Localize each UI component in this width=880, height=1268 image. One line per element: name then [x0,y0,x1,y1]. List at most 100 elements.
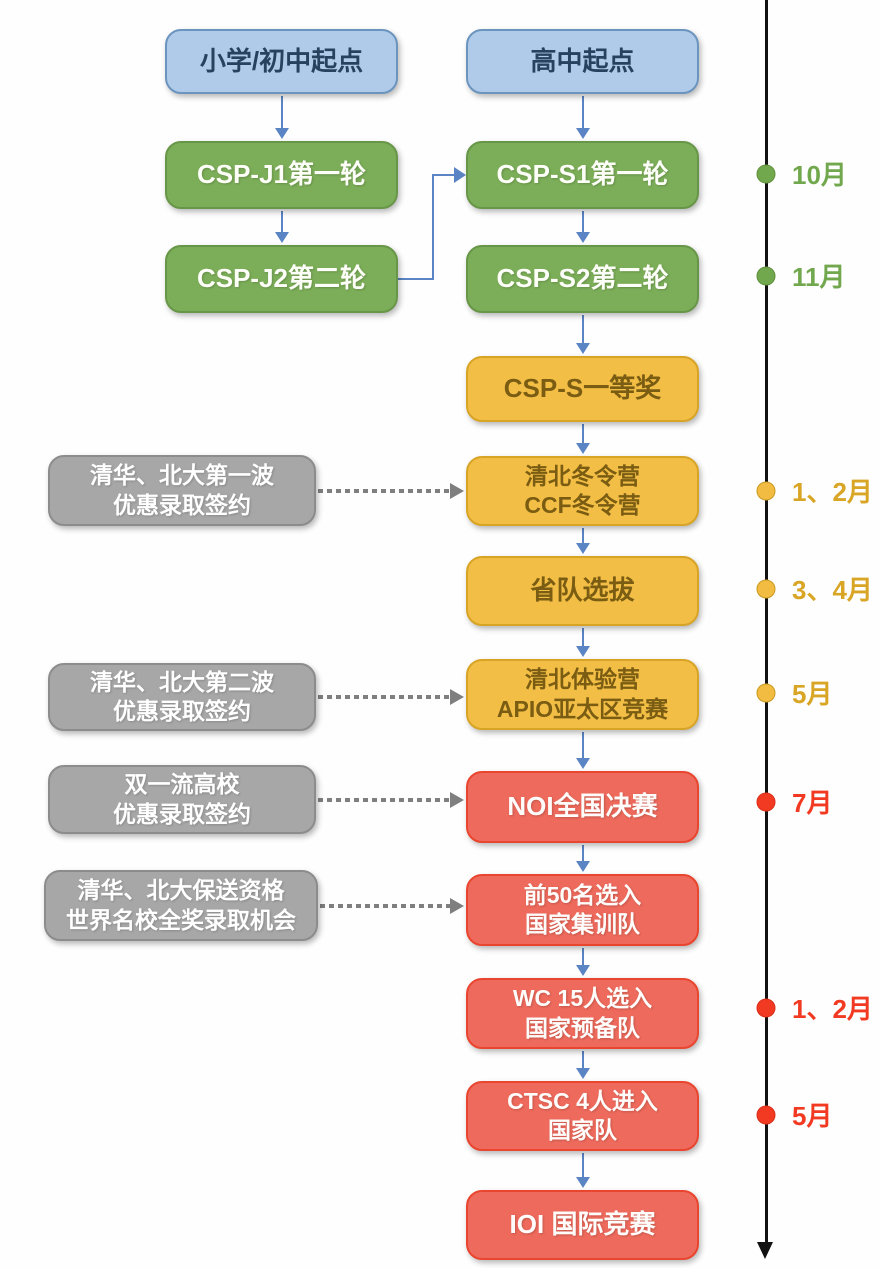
flow-arrow-head [575,861,590,872]
node-label: 双一流高校 [124,771,240,798]
flow-arrow-head [575,1068,590,1079]
flow-arrow-shaft [581,528,584,545]
flow-arrow-experience-camp-to-noi-final [575,732,591,769]
node-label: CCF冬令营 [524,492,641,518]
flow-arrow-start-high-to-csp-s1 [575,96,591,139]
flow-arrow-head [575,128,590,139]
flow-arrow-head [575,543,590,554]
timeline-dot-5 [756,792,776,812]
node-label: 世界名校全奖录取机会 [66,906,296,933]
node-start-high: 高中起点 [466,29,699,94]
flow-arrow-shaft [581,315,584,345]
flow-arrow-head [575,758,590,769]
flow-arrow-wc-reserve-to-ctsc-national [575,1051,591,1079]
flow-arrow-csp-j1-to-csp-j2 [274,211,290,243]
node-offer-wave1: 清华、北大第一波优惠录取签约 [48,455,316,526]
dotted-arrow-offer-baosong-to-national-training [320,903,451,908]
timeline-dot-4 [756,683,776,703]
node-label: 国家队 [548,1117,617,1143]
flow-arrow-csp-s-prize-to-winter-camp [575,424,591,454]
flow-arrow-head [575,646,590,657]
flow-arrow-shaft [581,211,584,234]
node-label: IOI 国际竞赛 [509,1209,656,1240]
node-label: 国家集训队 [525,911,640,937]
node-csp-s1: CSP-S1第一轮 [466,141,699,209]
timeline-label-0: 10月 [792,159,847,190]
flow-arrow-csp-s1-to-csp-s2 [575,211,591,243]
dotted-arrow-head [450,791,464,808]
node-label: CTSC 4人进入 [507,1087,658,1114]
dotted-arrow-head [450,897,464,914]
flow-arrow-shaft [581,948,584,967]
node-csp-s-prize: CSP-S一等奖 [466,356,699,422]
node-label: 清华、北大第二波 [90,668,274,695]
node-label: 国家预备队 [525,1014,640,1041]
dotted-arrow-head [450,482,464,499]
node-label: 省队选拔 [530,575,635,606]
node-label: 清华、北大第一波 [90,462,274,489]
node-label: 高中起点 [530,45,635,76]
elbow-arrow-head [454,167,466,183]
flow-arrow-shaft [280,96,283,130]
flow-arrow-head [575,343,590,354]
node-label: CSP-S2第二轮 [496,263,669,294]
timeline-dot-2 [756,481,776,501]
elbow-arrow-bottom-segment [398,278,434,280]
node-noi-final: NOI全国决赛 [466,771,699,843]
node-ioi: IOI 国际竞赛 [466,1190,699,1260]
dotted-arrow-head [450,689,464,705]
timeline-label-4: 5月 [792,678,833,709]
flow-arrow-shaft [581,1153,584,1179]
node-winter-camp: 清北冬令营 CCF冬令营 [466,456,699,526]
node-label: CSP-S1第一轮 [496,159,669,190]
node-offer-baosong: 清华、北大保送资格世界名校全奖录取机会 [44,870,318,941]
timeline-dot-3 [756,579,776,599]
flow-arrow-head [274,128,289,139]
node-label: 小学/初中起点 [199,45,364,76]
flow-arrow-provincial-team-to-experience-camp [575,628,591,657]
node-label: CSP-S一等奖 [503,373,662,404]
flow-arrow-head [575,232,590,243]
flow-arrow-shaft [280,211,283,234]
node-label: CSP-J1第一轮 [196,159,367,190]
flow-arrow-shaft [581,1051,584,1070]
timeline-dot-6 [756,998,776,1018]
timeline-label-1: 11月 [792,261,846,292]
node-offer-wave2: 清华、北大第二波优惠录取签约 [48,663,316,731]
node-ctsc-national: CTSC 4人进入国家队 [466,1081,699,1151]
dotted-arrow-offer-wave1-to-winter-camp [318,488,451,493]
timeline-axis [765,0,768,1244]
timeline-label-7: 5月 [792,1100,833,1131]
timeline-dot-1 [756,266,776,286]
flow-arrow-shaft [581,628,584,648]
dotted-arrow-offer-wave2-to-experience-camp [318,695,451,699]
flow-arrow-shaft [581,96,584,130]
flow-arrow-csp-s2-to-csp-s-prize [575,315,591,354]
timeline-dot-7 [756,1105,776,1125]
flow-arrow-head [274,232,289,243]
node-csp-s2: CSP-S2第二轮 [466,245,699,313]
node-label: APIO亚太区竞赛 [496,695,669,722]
node-offer-double-first: 双一流高校优惠录取签约 [48,765,316,834]
flow-arrow-national-training-to-wc-reserve [575,948,591,976]
timeline-dot-0 [756,164,776,184]
node-national-training: 前50名选入国家集训队 [466,874,699,946]
flow-arrow-shaft [581,845,584,863]
flow-arrow-head [575,965,590,976]
flow-arrow-winter-camp-to-provincial-team [575,528,591,554]
timeline-label-3: 3、4月 [792,574,873,605]
node-label: 清北体验营 [525,666,640,693]
flow-arrow-head [575,1177,590,1188]
flow-arrow-head [575,443,590,454]
node-label: 优惠录取签约 [113,800,251,827]
flow-arrow-shaft [581,732,584,760]
elbow-arrow-top-segment [432,174,455,176]
flow-arrow-noi-final-to-national-training [575,845,591,872]
node-csp-j2: CSP-J2第二轮 [165,245,398,313]
node-wc-reserve: WC 15人选入国家预备队 [466,978,699,1049]
node-label: 清北冬令营 [525,462,640,489]
node-label: 前50名选入 [523,881,642,908]
timeline-label-6: 1、2月 [792,993,873,1024]
